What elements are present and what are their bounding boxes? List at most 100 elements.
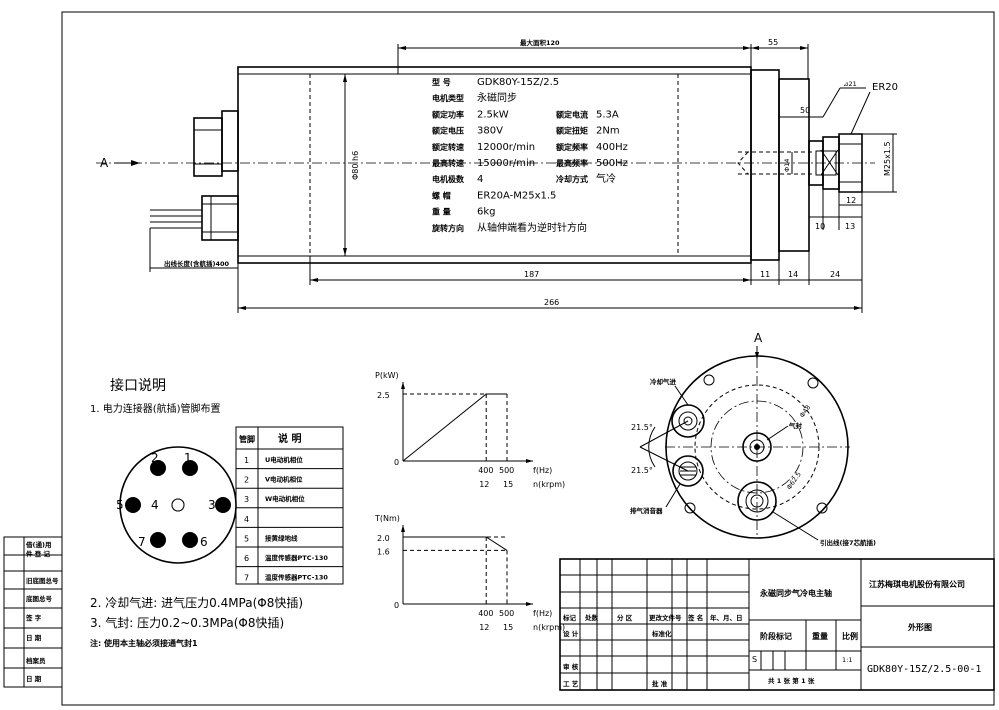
interface-item2: 2. 冷却气进: 进气压力0.4MPa(Φ8快插) [90,595,303,610]
pin-label-7: 7 [138,535,146,549]
tb-count: 处数 [584,613,599,622]
chart-xtick: 400 [478,466,493,475]
interface-title: 接口说明 [110,377,166,394]
spec-key: 额定转速 [432,142,464,152]
tb-docno: 更改文件号 [649,613,682,622]
pin-number: 7 [244,574,249,583]
pin-label-3: 3 [208,498,216,512]
chart-xtick: 500 [499,466,514,475]
spec-value: 永磁同步 [477,91,517,104]
end-view-a: A [754,331,763,345]
pin-number: 6 [244,554,249,563]
rear-connector-block [221,110,239,172]
spec-key-2: 冷却方式 [556,174,588,184]
dim-14: 14 [788,270,798,279]
dim-phi48: Φ48 [798,404,812,420]
spec-key: 额定电压 [432,126,464,136]
pin-label-6: 6 [200,535,208,549]
dim-10: 10 [815,222,825,231]
tb-scale-val: 1:1 [842,656,852,664]
interface-note: 注: 使用本主轴必须接通气封1 [90,638,198,648]
pin-table [235,426,344,585]
cable-length: 出线长度(含航插)400 [164,259,229,268]
tb-approve: 批 准 [652,679,668,688]
dim-187: 187 [524,270,539,279]
sidebar-label: 日 期 [26,633,42,642]
dim-phi14: Φ14 [783,159,791,172]
angle-2: 21.5° [631,466,653,475]
spec-value: 2.5kW [477,109,509,120]
spec-key: 型 号 [432,77,451,87]
sidebar-label: 档案员 [25,656,46,665]
chart-ytick: 2.0 [377,534,390,543]
spec-key: 重 量 [432,207,451,217]
front-flange [750,69,780,261]
pin-header: 管脚 [239,434,255,444]
spec-key: 额定功率 [432,109,464,119]
dim-24: 24 [830,270,840,279]
tb-company: 江苏梅琪电机股份有限公司 [869,579,965,589]
interface-section: 接口说明 1. 电力连接器(航插)管脚布置 2 1 5 4 3 7 6 管脚说 … [90,377,344,648]
tb-code: GDK80Y-15Z/2.5-00-1 [867,664,981,675]
spec-key-2: 额定扭矩 [556,126,588,136]
spec-key-2: 额定频率 [556,142,588,152]
pin-number: 1 [244,456,249,465]
spec-value-2: 2Nm [596,126,620,137]
tb-scale: 比例 [842,631,858,641]
spec-key: 螺 帽 [432,190,451,200]
tb-s: S [752,655,757,664]
tb-weight: 重量 [812,631,828,641]
spec-key: 最高转速 [432,158,464,168]
pin-desc: 接黄绿地线 [265,533,298,542]
chart-ytick: 2.5 [377,391,390,400]
pin-number: 2 [244,476,249,485]
spec-key-2: 最高频率 [556,158,588,168]
chart-origin: 0 [394,458,399,467]
interface-item1: 1. 电力连接器(航插)管脚布置 [90,402,221,415]
pin-label-2: 2 [151,451,159,465]
chart-xlabel: f(Hz) [533,609,552,618]
end-view: A 21.5° 21.5° 冷却 [630,331,876,547]
sidebar-label: 底图总号 [26,594,53,603]
chart-xtick2: 15 [503,480,513,489]
tb-standard: 标准化 [651,629,672,638]
chart-xtick2: 12 [479,623,489,632]
spec-value-2: 气冷 [596,172,616,185]
pin-desc: 温度传感器PTC-130 [265,573,328,582]
spec-value-2: 400Hz [596,142,628,153]
label-cooling-in: 冷却气进 [650,377,677,386]
chart-xtick2: 15 [503,623,513,632]
chart-origin: 0 [394,601,399,610]
chart-line [402,393,507,462]
tb-review: 审 核 [563,662,579,671]
aviation-plug [201,195,239,241]
spec-value: 4 [477,174,483,185]
chart-xlabel: f(Hz) [533,466,552,475]
pin-desc: W电动机相位 [265,494,305,503]
spec-value-2: 500Hz [596,158,628,169]
label-air-seal: 气封 [788,421,803,430]
dim-55: 55 [768,38,778,47]
tb-date: 年、月、日 [710,613,743,622]
chart-ylabel: P(kW) [375,371,399,380]
pin-desc: V电动机相位 [265,475,303,484]
sidebar-label: 借(通)用 [25,540,51,549]
pin-label-1: 1 [184,451,192,465]
pin-number: 3 [244,495,249,504]
spec-value: ER20A-M25x1.5 [477,190,556,201]
dim-50: 50 [800,106,810,115]
spec-value: 380V [477,126,503,137]
sidebar-label: 签 字 [25,613,42,622]
inner-frame [61,11,995,706]
desc-header: 说 明 [278,432,301,445]
tb-mark: 标记 [562,613,577,622]
chart-line [403,536,508,551]
chart-xtick: 400 [478,609,493,618]
title-block: 标记处数分 区更改文件号签 名年、月、日设 计标准化审 核工 艺批 准 永磁同步… [559,558,995,691]
pin-number: 4 [244,515,249,524]
chart-ylabel: T(Nm) [374,514,400,523]
